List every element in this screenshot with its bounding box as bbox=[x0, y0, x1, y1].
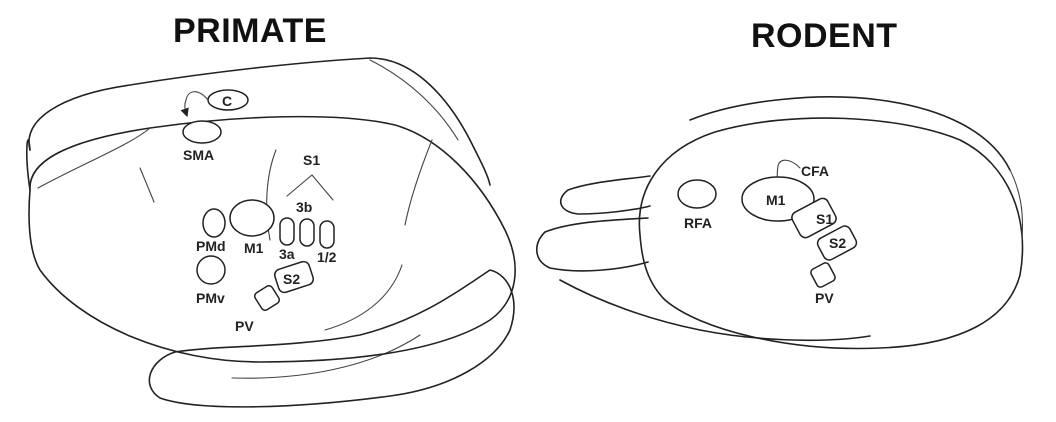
primate-label-1-2: 1/2 bbox=[317, 249, 337, 265]
rodent-far-hemisphere bbox=[690, 97, 1010, 170]
primate-area-3b bbox=[300, 219, 314, 246]
rodent-label-pv: PV bbox=[815, 290, 834, 306]
primate-area-sma bbox=[183, 121, 221, 143]
primate-label-3b: 3b bbox=[296, 199, 312, 215]
primate-title: PRIMATE bbox=[173, 12, 327, 51]
primate-area-pmv bbox=[197, 256, 225, 284]
primate-label-pv: PV bbox=[235, 318, 254, 334]
rodent-area-rfa bbox=[678, 180, 716, 208]
rodent-olfactory-bulb-lower bbox=[537, 218, 648, 271]
primate-area-pmd bbox=[203, 209, 225, 237]
primate-label-c: C bbox=[222, 93, 232, 109]
primate-far-hemisphere bbox=[29, 58, 490, 185]
primate-posterior-sulcus bbox=[405, 140, 432, 225]
primate-lateral-surface bbox=[29, 117, 515, 362]
primate-area-1-2 bbox=[320, 221, 334, 248]
primate-midline bbox=[27, 140, 30, 190]
primate-s1-bracket bbox=[287, 175, 333, 200]
rodent-area-pv bbox=[809, 261, 836, 288]
primate-c-arrow bbox=[185, 92, 208, 113]
rodent-label-cfa: CFA bbox=[801, 163, 829, 179]
primate-temporal-sulcus bbox=[232, 335, 420, 378]
primate-lateral-sulcus bbox=[325, 265, 402, 330]
primate-label-pmd: PMd bbox=[196, 238, 226, 254]
rodent-olfactory-bulb-upper bbox=[561, 176, 650, 214]
rodent-brain: CFA RFA M1 S1 S2 PV bbox=[537, 97, 1023, 349]
primate-label-pmv: PMv bbox=[196, 290, 225, 306]
primate-label-3a: 3a bbox=[279, 246, 295, 262]
primate-label-sma: SMA bbox=[183, 147, 214, 163]
rodent-label-m1: M1 bbox=[766, 192, 786, 208]
primate-brain: C SMA S1 3b PMd M1 3a 1/2 PMv bbox=[27, 58, 515, 407]
rodent-label-s2: S2 bbox=[829, 235, 846, 251]
primate-area-pv bbox=[253, 284, 281, 312]
primate-sulcus-frontal bbox=[140, 168, 154, 202]
rodent-title: RODENT bbox=[751, 17, 898, 56]
rodent-label-s1: S1 bbox=[816, 211, 833, 227]
primate-dorsal-edge bbox=[38, 128, 150, 188]
primate-area-3a bbox=[280, 218, 294, 245]
primate-label-s1: S1 bbox=[303, 152, 320, 168]
rodent-label-rfa: RFA bbox=[684, 215, 712, 231]
primate-label-s2: S2 bbox=[283, 271, 300, 287]
primate-area-m1 bbox=[230, 200, 274, 236]
primate-label-m1: M1 bbox=[244, 240, 264, 256]
